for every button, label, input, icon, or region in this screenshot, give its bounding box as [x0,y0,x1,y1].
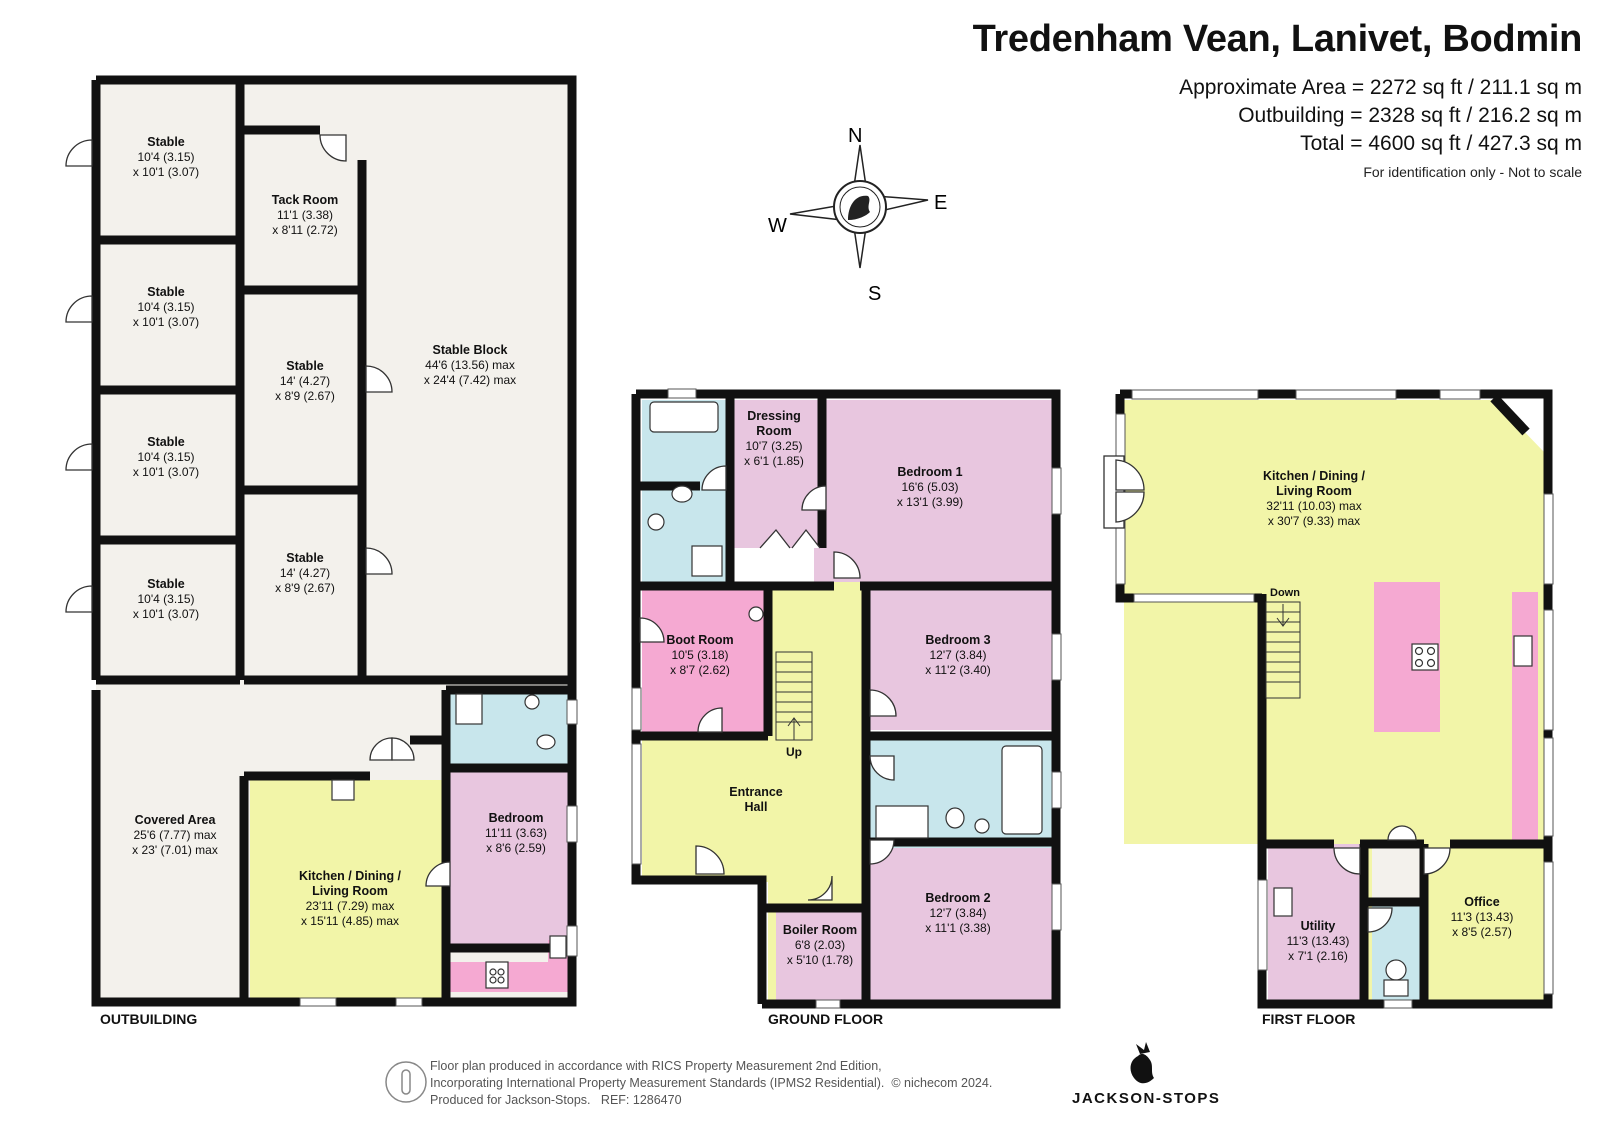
bedroom-1-dim2: x 13'1 (3.99) [897,495,963,509]
page-title: Tredenham Vean, Lanivet, Bodmin [972,18,1583,60]
outbuilding-caption: OUTBUILDING [100,1011,197,1027]
office-dim2: x 8'5 (2.57) [1452,925,1512,939]
stable-6-name: Stable [286,551,324,565]
covered-area-name: Covered Area [135,813,217,827]
outbuilding-kitchen-name: Kitchen / Dining / [299,869,402,883]
brand-name: JACKSON-STOPS [1072,1090,1221,1107]
bedroom-2-dim2: x 11'1 (3.38) [925,921,990,935]
stable-2-name: Stable [147,285,185,299]
ground-stairs-icon [775,651,813,741]
office-name: Office [1464,895,1499,909]
stable-block-name: Stable Block [432,343,507,357]
tack-room-dim2: x 8'11 (2.72) [272,223,337,237]
stable-1-dim1: 10'4 (3.15) [138,150,195,164]
boiler-room-dim1: 6'8 (2.03) [795,938,845,952]
first-floor-caption: FIRST FLOOR [1262,1011,1355,1027]
bedroom-3-dim2: x 11'2 (3.40) [925,663,990,677]
bedroom-1-dim1: 16'6 (5.03) [902,480,959,494]
jackson-stops-logo-icon [1130,1042,1154,1084]
boot-room-dim1: 10'5 (3.18) [672,648,729,662]
first-stairs-icon [1265,601,1301,699]
approximate-area: Approximate Area = 2272 sq ft / 211.1 sq… [1179,76,1582,99]
compass-rose-icon: N E S W [768,125,947,305]
dressing-room-name: Dressing [747,409,801,423]
utility-dim2: x 7'1 (2.16) [1288,949,1348,963]
stable-3-dim1: 10'4 (3.15) [138,450,195,464]
first-floor-plan: Down Kitchen / Dining / Living Room 32'1… [1103,389,1554,1027]
stable-block-dim2: x 24'4 (7.42) max [424,373,516,387]
boot-room-name: Boot Room [666,633,733,647]
stable-3-name: Stable [147,435,185,449]
stable-6-dim2: x 8'9 (2.67) [275,581,335,595]
entrance-hall-name: Entrance [729,785,783,799]
footer-line-2: Incorporating International Property Mea… [430,1076,885,1090]
stable-2-dim1: 10'4 (3.15) [138,300,195,314]
covered-area-dim1: 25'6 (7.77) max [134,828,217,842]
compass-west: W [768,215,787,237]
ground-stairs-label: Up [786,745,802,759]
outbuilding-bedroom-dim1: 11'11 (3.63) [485,826,547,840]
stable-block-dim1: 44'6 (13.56) max [425,358,515,372]
footer-copyright: © nichecom 2024. [891,1076,993,1090]
bedroom-2-dim1: 12'7 (3.84) [930,906,987,920]
tack-room-dim1: 11'1 (3.38) [277,208,333,222]
dressing-room-dim1: 10'7 (3.25) [746,439,803,453]
outbuilding-kitchen-dim1: 23'11 (7.29) max [306,899,395,913]
covered-area-dim2: x 23' (7.01) max [132,843,218,857]
outbuilding-plan: Stable 10'4 (3.15) x 10'1 (3.07) Stable … [65,75,578,1027]
footer-ref: REF: 1286470 [600,1093,682,1107]
stable-5-dim2: x 8'9 (2.67) [275,389,335,403]
outbuilding-bedroom-dim2: x 8'6 (2.59) [486,841,546,855]
outbuilding-kitchen-name2: Living Room [312,884,388,898]
stable-6-dim1: 14' (4.27) [280,566,330,580]
stable-2-dim2: x 10'1 (3.07) [133,315,199,329]
boiler-room-name: Boiler Room [783,923,857,937]
utility-dim1: 11'3 (13.43) [1287,934,1350,948]
bedroom-3-dim1: 12'7 (3.84) [930,648,987,662]
dressing-room-dim2: x 6'1 (1.85) [744,454,804,468]
stable-1-name: Stable [147,135,185,149]
first-kitchen-dim2: x 30'7 (9.33) max [1268,514,1360,528]
stable-4-dim1: 10'4 (3.15) [138,592,195,606]
stable-5-name: Stable [286,359,324,373]
first-kitchen-name2: Living Room [1276,484,1352,498]
boot-room-dim2: x 8'7 (2.62) [670,663,730,677]
stable-5-dim1: 14' (4.27) [280,374,330,388]
entrance-hall-name2: Hall [745,800,768,814]
stable-1-dim2: x 10'1 (3.07) [133,165,199,179]
first-stairs-label: Down [1270,587,1300,599]
compass-north: N [848,125,862,147]
ground-floor-plan: Up Dressing Room [631,388,1062,1027]
outbuilding-kitchen-dim2: x 15'11 (4.85) max [301,914,399,928]
rics-badge-icon [385,1061,427,1103]
total-area: Total = 4600 sq ft / 427.3 sq m [1300,132,1582,155]
tack-room-name: Tack Room [272,193,338,207]
ground-floor-caption: GROUND FLOOR [768,1011,883,1027]
utility-name: Utility [1301,919,1336,933]
bedroom-1-name: Bedroom 1 [897,465,962,479]
dressing-room-name2: Room [756,424,791,438]
outbuilding-bedroom-name: Bedroom [489,811,544,825]
bedroom-3-name: Bedroom 3 [925,633,990,647]
stable-4-dim2: x 10'1 (3.07) [133,607,199,621]
outbuilding-area: Outbuilding = 2328 sq ft / 216.2 sq m [1238,104,1582,127]
compass-east: E [934,192,947,214]
stable-4-name: Stable [147,577,185,591]
disclaimer-note: For identification only - Not to scale [1363,164,1582,180]
first-kitchen-dim1: 32'11 (10.03) max [1266,499,1361,513]
footer-line-3: Produced for Jackson-Stops. [430,1093,591,1107]
boiler-room-dim2: x 5'10 (1.78) [787,953,853,967]
footer-notes: Floor plan produced in accordance with R… [430,1058,992,1109]
footer-line-1: Floor plan produced in accordance with R… [430,1059,882,1073]
first-kitchen-name: Kitchen / Dining / [1263,469,1366,483]
office-dim1: 11'3 (13.43) [1451,910,1514,924]
stable-3-dim2: x 10'1 (3.07) [133,465,199,479]
compass-south: S [868,283,881,305]
bedroom-2-name: Bedroom 2 [925,891,990,905]
